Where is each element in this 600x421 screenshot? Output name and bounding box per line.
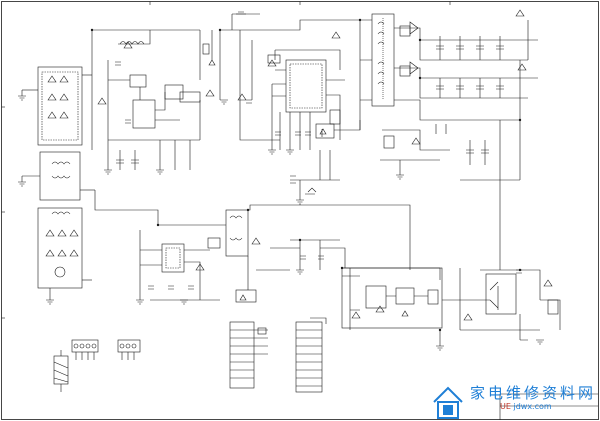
feedback-node (290, 175, 340, 205)
pfc-section (97, 29, 228, 175)
watermark-subtext: UE jdwx.com (500, 402, 552, 411)
wire (220, 13, 360, 31)
output-connector-b (295, 317, 327, 393)
standby-controller (136, 209, 290, 305)
input-filter-block-mid (18, 151, 95, 201)
wire (270, 247, 346, 268)
title-block (499, 393, 598, 420)
secondary-output-2 (394, 61, 528, 99)
wire (236, 11, 246, 15)
watermark-site: jdwx.com (513, 402, 552, 411)
watermark-logo (433, 386, 463, 419)
connector-block-mid (117, 339, 141, 360)
output-connector-a (229, 321, 268, 389)
wire (300, 255, 324, 260)
pwm-controller (267, 31, 345, 155)
standby-output (380, 63, 527, 181)
watermark-prefix: UE (500, 402, 511, 411)
watermark-text: 家电维修资料网 (470, 384, 597, 402)
input-filter-block-bottom (37, 207, 92, 305)
wire (94, 190, 159, 225)
jumper-network (53, 350, 69, 392)
pfc-ic (132, 99, 156, 129)
optocoupler-primary (315, 120, 361, 180)
protection-circuit (341, 267, 490, 351)
connector-block-left (71, 339, 99, 360)
wire (237, 30, 280, 141)
secondary-output-1 (394, 21, 528, 61)
wire (91, 29, 110, 150)
house-logo-icon (433, 386, 463, 419)
wire (515, 9, 538, 120)
output-switch (460, 120, 561, 345)
wire (248, 204, 411, 275)
input-filter-block-top (18, 66, 92, 146)
junction-dots (90, 18, 522, 332)
main-transformer (359, 13, 395, 130)
